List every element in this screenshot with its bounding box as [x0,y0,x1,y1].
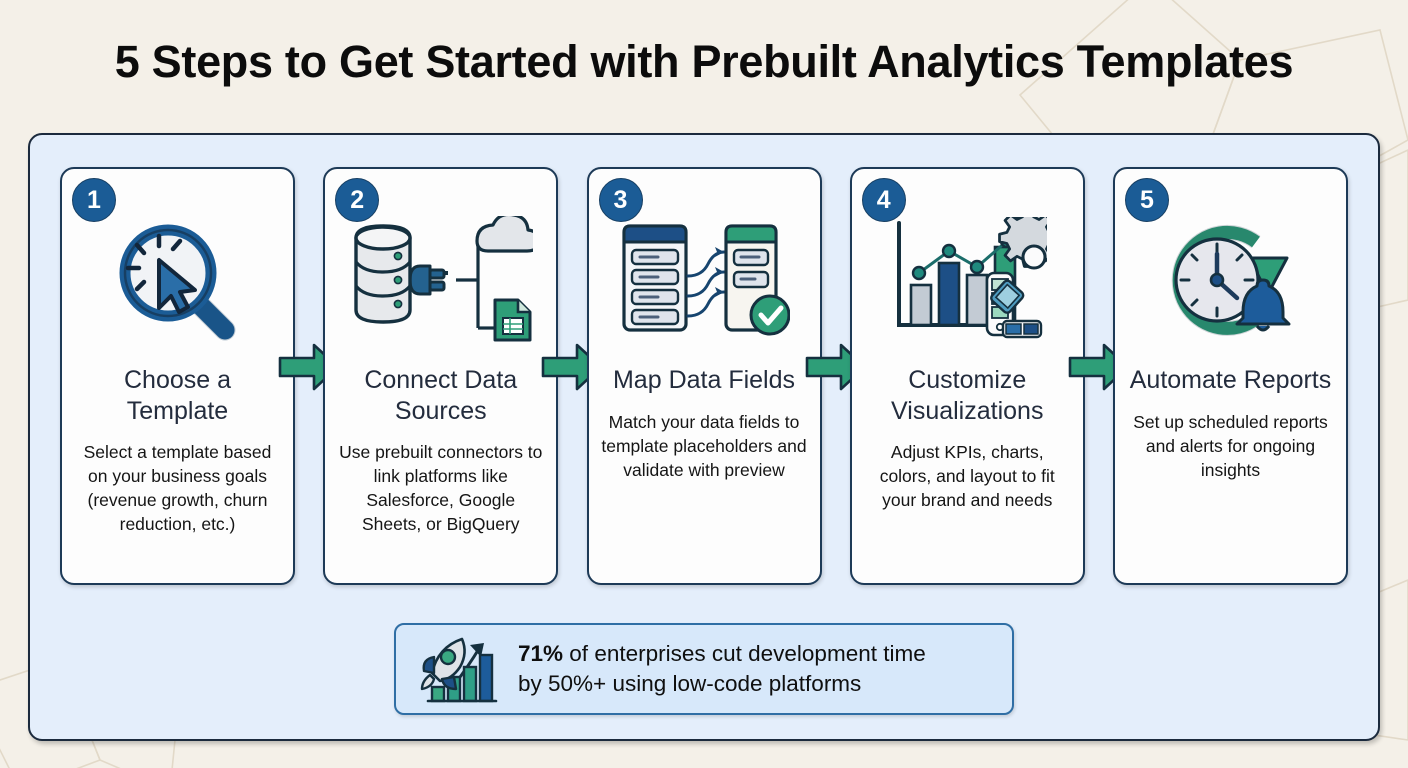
step-description-5: Set up scheduled reports and alerts for … [1133,411,1328,480]
step-description-1: Select a template based on your business… [83,442,272,535]
step-card-3[interactable]: 3 [586,167,822,585]
stat-line2: by 50%+ using low-code platforms [518,671,862,696]
step-heading-1: Choose a Template [123,366,232,425]
field-mapping-icon [599,205,810,355]
step-description-3: Match your data fields to template place… [601,411,807,480]
stat-banner: 71% of enterprises cut development time … [394,623,1014,715]
stat-banner-text: 71% of enterprises cut development time … [518,639,926,698]
step-card-5[interactable]: 5 [1113,167,1348,585]
arrow-gap-4 [1068,167,1130,585]
step-description-4: Adjust KPIs, charts, colors, and layout … [879,442,1055,511]
step-heading-5: Automate Reports [1129,366,1332,394]
step-description-2: Use prebuilt connectors to link platform… [339,442,543,535]
stat-highlight: 71% [518,641,564,667]
step-card-1[interactable]: 1 [60,167,295,585]
chart-palette-gear-icon [862,205,1073,355]
step-card-4[interactable]: 4 [849,167,1085,585]
step-number-badge-5: 5 [1125,178,1169,222]
arrow-gap-1 [278,167,340,585]
step-number-badge-4: 4 [861,178,906,222]
step-heading-4: Customize Visualizations [891,366,1044,425]
database-connector-icon [335,205,546,355]
steps-row: 1 [30,167,1378,585]
page-title: 5 Steps to Get Started with Prebuilt Ana… [114,36,1294,87]
step-heading-3: Map Data Fields [612,366,796,394]
step-card-2[interactable]: 2 [323,167,559,585]
step-number-badge-2: 2 [335,178,380,222]
clock-bell-automation-icon [1125,205,1336,355]
rocket-growth-chart-icon [420,637,498,703]
infographic-board: 1 [28,133,1380,741]
arrow-gap-2 [542,167,603,585]
step-heading-2: Connect Data Sources [364,366,518,425]
step-number-badge-3: 3 [598,178,643,222]
magnifier-cursor-icon [72,205,283,355]
stat-line1: of enterprises cut development time [563,641,926,667]
arrow-gap-3 [805,167,866,585]
step-number-badge-1: 1 [72,178,116,222]
